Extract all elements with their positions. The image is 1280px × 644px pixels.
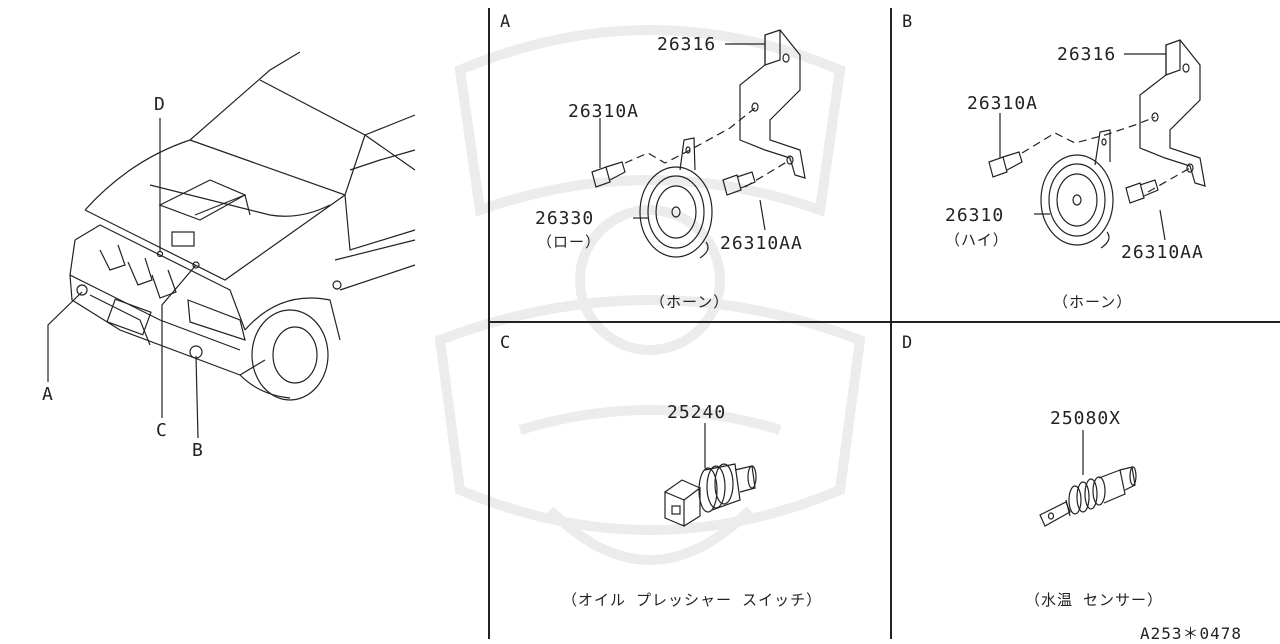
panel-c-letter: C	[500, 333, 511, 353]
callout-a: A	[42, 384, 54, 405]
callout-d: D	[154, 94, 166, 115]
panel-a-part-26316: 26316	[657, 34, 717, 55]
divider-vertical-left	[488, 8, 490, 639]
panel-b-part-26316: 26316	[1057, 44, 1117, 65]
panel-b-part-26310-sub: （ハイ）	[945, 231, 1009, 249]
panel-d-caption: （水温 センサー）	[1025, 591, 1164, 609]
panel-a-part-26330-sub: （ロー）	[537, 233, 602, 251]
vehicle-drawing	[47, 51, 416, 439]
panel-c-caption: （オイル プレッシャー スイッチ）	[562, 591, 823, 609]
panel-a-part-26310aa: 26310AA	[720, 233, 803, 254]
panel-a-caption: （ホーン）	[650, 293, 730, 311]
divider-horizontal	[488, 321, 1280, 323]
panel-b-letter: B	[902, 12, 913, 32]
panel-a-part-26330: 26330	[535, 208, 595, 229]
panel-b-part-26310aa: 26310AA	[1121, 242, 1204, 263]
panel-d-letter: D	[902, 333, 913, 353]
callout-b: B	[192, 440, 204, 461]
callout-c: C	[156, 420, 168, 441]
panel-c-part-25240: 25240	[667, 402, 727, 423]
panel-b-part-26310: 26310	[945, 205, 1005, 226]
panel-d-part-25080x: 25080X	[1050, 408, 1122, 429]
panel-a-letter: A	[500, 12, 511, 32]
panel-b-part-26310a: 26310A	[967, 93, 1039, 114]
diagram-code: A253＊0478	[1140, 624, 1243, 643]
panel-a-part-26310a: 26310A	[568, 101, 640, 122]
divider-vertical-middle	[890, 8, 892, 639]
panel-b-caption: （ホーン）	[1053, 293, 1133, 311]
